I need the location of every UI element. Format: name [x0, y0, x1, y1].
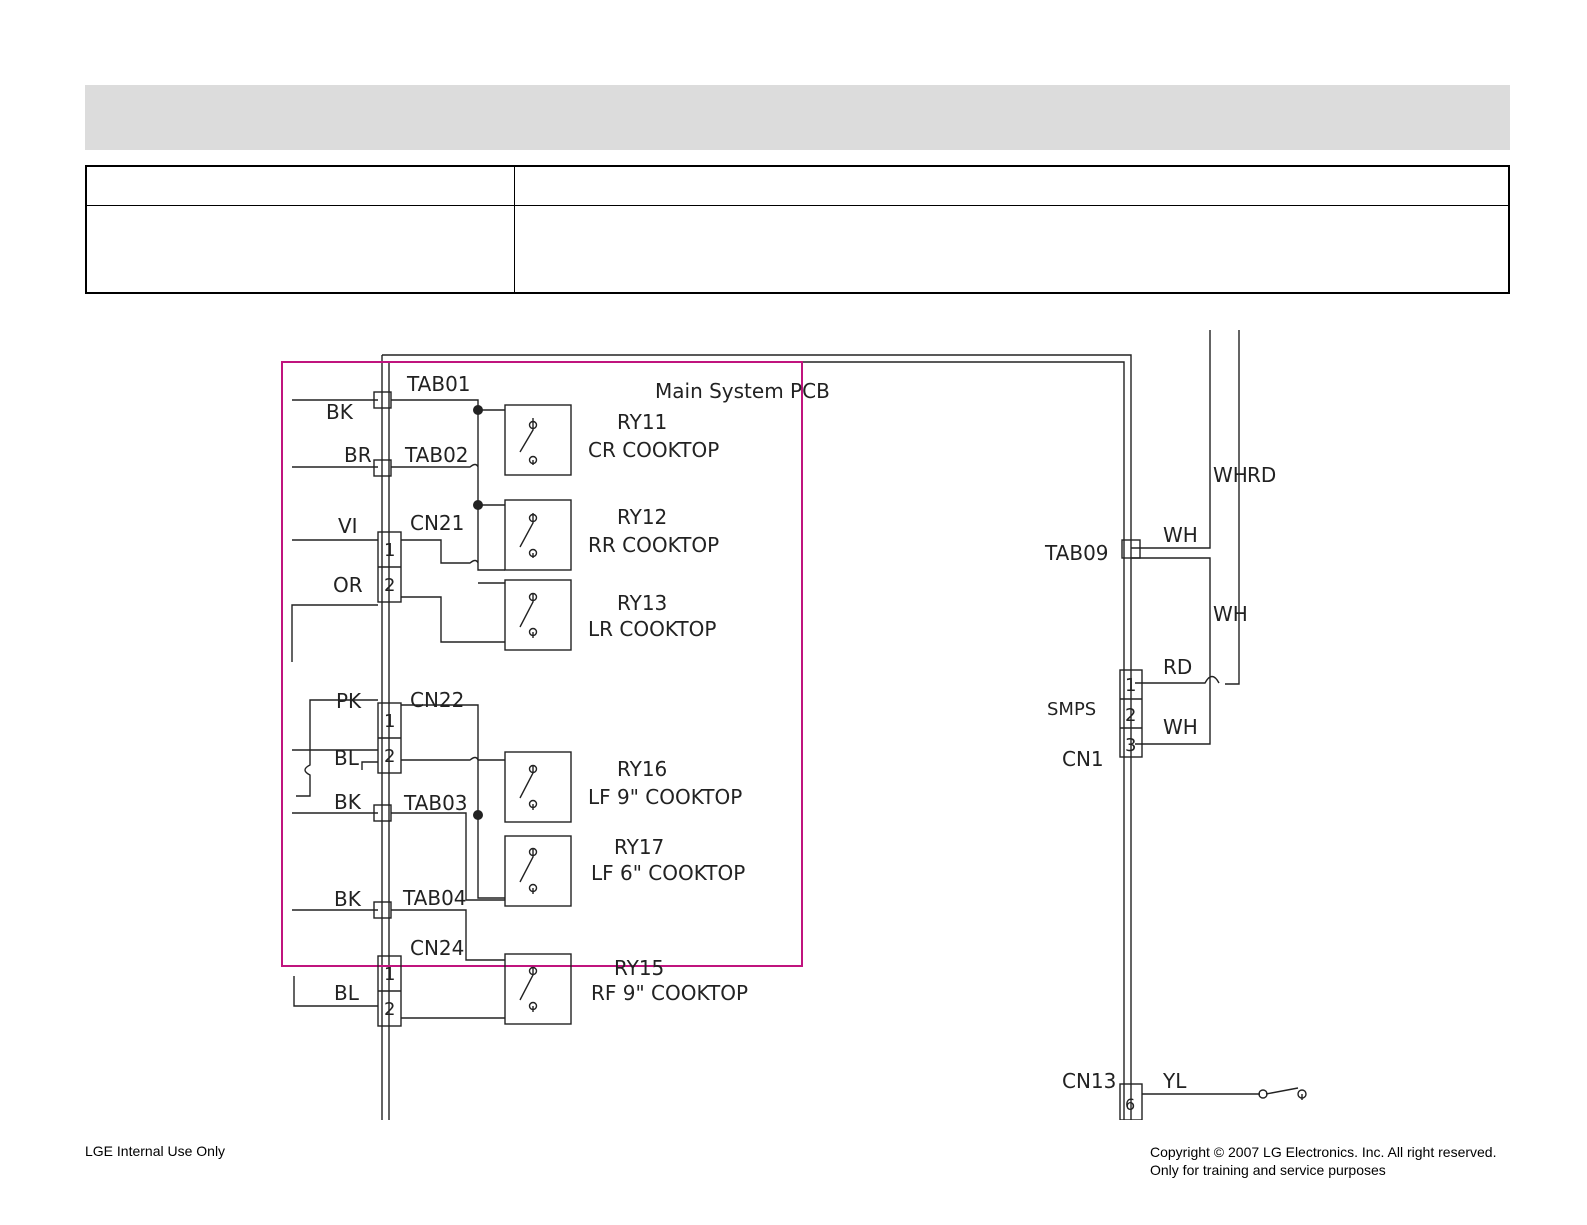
relay-description: RR COOKTOP [588, 533, 719, 557]
power-feed-wires [1131, 330, 1240, 745]
header-band [85, 85, 1510, 150]
terminal-label: CN13 [1062, 1069, 1116, 1093]
wire-label: WH [1213, 463, 1248, 487]
terminal-label: CN21 [410, 511, 464, 535]
wire-label: BK [326, 400, 354, 424]
pin-label: 2 [384, 575, 395, 596]
pin-label: 1 [384, 964, 395, 985]
info-table [85, 165, 1510, 294]
wire-label: WH [1163, 715, 1198, 739]
door-switch [1142, 1087, 1303, 1100]
pin-label: 6 [1125, 1095, 1135, 1114]
wire-label: PK [336, 689, 362, 713]
pin-label: 2 [384, 999, 395, 1020]
pcb-label: Main System PCB [655, 379, 830, 403]
wire-label: BL [334, 746, 360, 770]
wire-label: RD [1247, 463, 1276, 487]
terminal-label: CN24 [410, 936, 464, 960]
wire-label: BL [334, 981, 360, 1005]
terminal-label: TAB02 [404, 443, 469, 467]
relay-id: RY11 [617, 410, 667, 434]
terminal-label: TAB04 [402, 886, 467, 910]
relay-description: LR COOKTOP [588, 617, 716, 641]
terminal-label: TAB01 [406, 372, 471, 396]
connector-cn1 [1119, 669, 1143, 758]
wire-label: RD [1163, 655, 1192, 679]
external-wires-pk-bl [296, 699, 378, 797]
switch-contact [1297, 1089, 1307, 1099]
relay-description: LF 9" COOKTOP [588, 785, 742, 809]
relay-description: RF 9" COOKTOP [591, 981, 748, 1005]
terminal-tab02 [373, 459, 392, 477]
wire-label: WH [1163, 523, 1198, 547]
terminal-label: TAB09 [1044, 541, 1109, 565]
pcb-highlight-box [281, 361, 803, 967]
terminal-tab09 [1121, 539, 1141, 559]
pin-label: 3 [1125, 735, 1136, 756]
junction-dots [473, 405, 483, 820]
wire-label: OR [333, 573, 363, 597]
footer-copyright: Copyright © 2007 LG Electronics. Inc. Al… [1150, 1143, 1496, 1179]
pin-label: 1 [384, 711, 395, 732]
wire-label: BK [334, 887, 362, 911]
relay-id: RY17 [614, 835, 664, 859]
wire-label: BR [344, 443, 372, 467]
pin-label: 2 [384, 746, 395, 767]
footer-internal-use: LGE Internal Use Only [85, 1143, 226, 1159]
usage-line: Only for training and service purposes [1150, 1162, 1386, 1178]
terminal-label: TAB03 [403, 791, 468, 815]
pcb-outline [381, 354, 1132, 1120]
terminal-label: CN1 [1062, 747, 1104, 771]
table-row-divider [87, 205, 1508, 206]
table-column-divider [514, 167, 515, 292]
relay-contacts [519, 418, 538, 1012]
wire-label: WH [1213, 602, 1248, 626]
relay-description: CR COOKTOP [588, 438, 719, 462]
pin-label: 2 [1125, 705, 1136, 726]
wiring-diagram: Main System PCB TAB01 TAB02 CN21 CN22 TA… [281, 330, 1307, 1120]
relay-boxes [504, 404, 572, 1025]
pin-label: 1 [1125, 675, 1136, 696]
switch-contact [1258, 1089, 1268, 1099]
external-wires [291, 399, 378, 1007]
relay-description: LF 6" COOKTOP [591, 861, 745, 885]
pin-label: 1 [384, 540, 395, 561]
wire-label: YL [1162, 1069, 1187, 1093]
wire-label: BK [334, 790, 362, 814]
terminal-label: CN22 [410, 688, 464, 712]
relay-id: RY13 [617, 591, 667, 615]
relay-id: RY15 [614, 956, 664, 980]
wire-label: VI [338, 514, 358, 538]
relay-id: RY16 [617, 757, 667, 781]
terminal-label: SMPS [1047, 699, 1096, 720]
relay-id: RY12 [617, 505, 667, 529]
copyright-line: Copyright © 2007 LG Electronics. Inc. Al… [1150, 1144, 1497, 1160]
connector-cn13 [1119, 1083, 1143, 1120]
